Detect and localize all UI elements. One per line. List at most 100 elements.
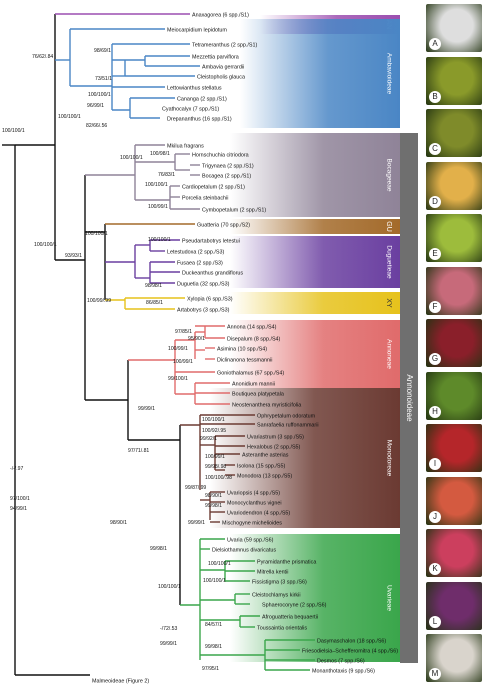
support-value: 100/99/1 — [173, 359, 193, 365]
taxon-label: Cleistopholis glauca — [197, 75, 245, 81]
clade-label-ambavioideae: Ambavioideae — [385, 53, 392, 95]
clade-band-duguetieae — [230, 236, 400, 288]
support-value: 98/69/1 — [94, 48, 111, 54]
support-value: 99/92/1 — [200, 436, 217, 442]
support-value: 99/87/.99 — [185, 485, 206, 491]
support-value: 76/62/.84 — [32, 54, 53, 60]
clade-label-gu: GU — [385, 221, 392, 232]
clade-band-ambavioideae — [240, 19, 400, 128]
photo-panel-j: J — [426, 476, 482, 525]
support-value: 100/100/1 — [202, 417, 225, 423]
clade-band-monodoreae — [210, 388, 400, 528]
support-value: 84/57/1 — [205, 622, 222, 628]
taxon-label: Ambavia gerrardii — [202, 65, 244, 71]
support-value: -/72/.53 — [160, 626, 177, 632]
support-value: 100/99/1 — [148, 204, 168, 210]
taxon-label: Uvariopsis (4 spp./S5) — [227, 491, 280, 497]
clade-band-gu — [230, 219, 400, 234]
taxon-label: Asteranthe asterias — [242, 453, 289, 459]
support-value: 100/100/1 — [145, 182, 168, 188]
taxon-label: Monanthotaxis (9 spp./S6) — [312, 669, 375, 675]
taxon-label: Anonidium mannii — [232, 382, 275, 388]
support-value: 98/90/1 — [205, 493, 222, 499]
taxon-label: Isolona (15 spp./S5) — [237, 464, 285, 470]
support-value: 100/99/1 — [168, 346, 188, 352]
photo-panel-c: C — [426, 109, 482, 157]
taxon-label: Desmos (7 spp./S6) — [317, 659, 365, 665]
photo-label: D — [429, 195, 441, 208]
photo-label: F — [429, 300, 441, 313]
taxon-label: Bocagea (2 spp./S1) — [202, 174, 251, 180]
taxon-label: Cymbopetalum (2 spp./S1) — [202, 208, 266, 214]
taxon-label: Toussaintia orientalis — [257, 626, 307, 632]
taxon-label: Guatteria (70 spp./S2) — [197, 223, 250, 229]
taxon-label: Mezzettia parviflora — [192, 55, 239, 61]
support-value: 99/99/1 — [188, 520, 205, 526]
photo-panel-f: F — [426, 266, 482, 315]
support-value: 100/100/1 — [85, 231, 108, 237]
taxon-label: Uvariastrum (3 spp./S5) — [247, 435, 304, 441]
photo-label: G — [429, 353, 441, 365]
taxon-label: Tetrameranthus (2 spp./S1) — [192, 43, 258, 49]
clade-label-uvarieae: Uvarieae — [385, 585, 392, 611]
support-value: 97/95/1 — [202, 666, 219, 672]
photo-label: E — [429, 248, 441, 260]
taxon-label: Fusaea (2 spp./S3) — [177, 261, 223, 267]
taxon-label: Cardiopetalum (2 spp./S1) — [182, 185, 245, 191]
photo-panel-k: K — [426, 529, 482, 577]
taxon-label: Hexalobus (2 spp./S5) — [247, 445, 301, 451]
taxon-label: Afroguatteria bequaertii — [262, 615, 318, 621]
clade-label-monodoreae: Monodoreae — [385, 440, 392, 477]
support-value: 96/99/1 — [87, 103, 104, 109]
photo-panel-b: B — [426, 56, 482, 105]
clade-label-bocageeae: Bocageeae — [385, 159, 392, 192]
photo-label: M — [429, 668, 441, 680]
support-value: 99/98/1 — [150, 546, 167, 552]
support-value: 100/99/1 — [205, 454, 225, 460]
photo-label: H — [429, 405, 441, 418]
support-value: 97/100/1 — [10, 496, 30, 502]
photo-label: I — [429, 458, 441, 470]
support-value: 100/92/.95 — [202, 428, 226, 434]
photo-label: B — [429, 90, 441, 103]
taxon-label: Monodora (13 spp./S5) — [237, 474, 292, 480]
support-value: 98/98/1 — [145, 283, 162, 289]
taxon-label: Neostenanthera myristicifolia — [232, 403, 301, 409]
clade-label-annoneae: Annoneae — [385, 339, 392, 369]
taxon-label: Anaxagorea (6 spp./S1) — [192, 13, 249, 19]
support-value: 100/99/.99 — [87, 298, 111, 304]
taxon-label: Boutiquea platypetala — [232, 392, 284, 398]
clade-band-annoneae — [230, 320, 400, 388]
support-value: 99/99/1 — [160, 641, 177, 647]
taxon-label: Dielsiothamnus divaricatus — [212, 548, 276, 554]
taxon-label: Sanrafaelia ruffonammarii — [257, 423, 319, 429]
support-value: 98/90/1 — [110, 520, 127, 526]
photo-label: J — [429, 510, 441, 523]
taxon-label: Mkilua fragrans — [167, 144, 204, 150]
support-value: 93/93/1 — [65, 253, 82, 259]
support-value: -/-/.97 — [10, 466, 23, 472]
clade-label-xy: XY — [385, 298, 392, 308]
support-value: 100/100/1 — [203, 578, 226, 584]
photo-panel-d: D — [426, 161, 482, 210]
photo-panel-h: H — [426, 371, 482, 420]
taxon-label: Disepalum (8 spp./S4) — [227, 337, 281, 343]
taxon-label: Hornschuchia citriodora — [192, 153, 249, 159]
taxon-label: Fissistigma (3 spp./S6) — [252, 580, 307, 586]
photo-panel-l: L — [426, 581, 482, 630]
support-value: 97/85/1 — [175, 329, 192, 335]
taxon-label: Dasymaschalon (18 spp./S6) — [317, 639, 386, 645]
taxon-label: Uvariodendron (4 spp./S5) — [227, 511, 290, 517]
support-value: 76/83/1 — [158, 172, 175, 178]
support-value: 99/98/1 — [205, 503, 222, 509]
support-value: 100/100/1 — [148, 237, 171, 243]
taxon-label: Cleistochlamys kirkii — [252, 593, 301, 599]
taxon-label: Annona (14 spp./S4) — [227, 325, 277, 331]
photo-panel-a: A — [426, 4, 482, 52]
taxon-label: Drepananthus (16 spp./S1) — [167, 117, 232, 123]
photo-panel-g: G — [426, 319, 482, 367]
support-value: 100/100/1 — [2, 128, 25, 134]
support-value: 100/100/.98 — [205, 475, 232, 481]
taxon-label: Goniothalamus (67 spp./S4) — [217, 371, 284, 377]
